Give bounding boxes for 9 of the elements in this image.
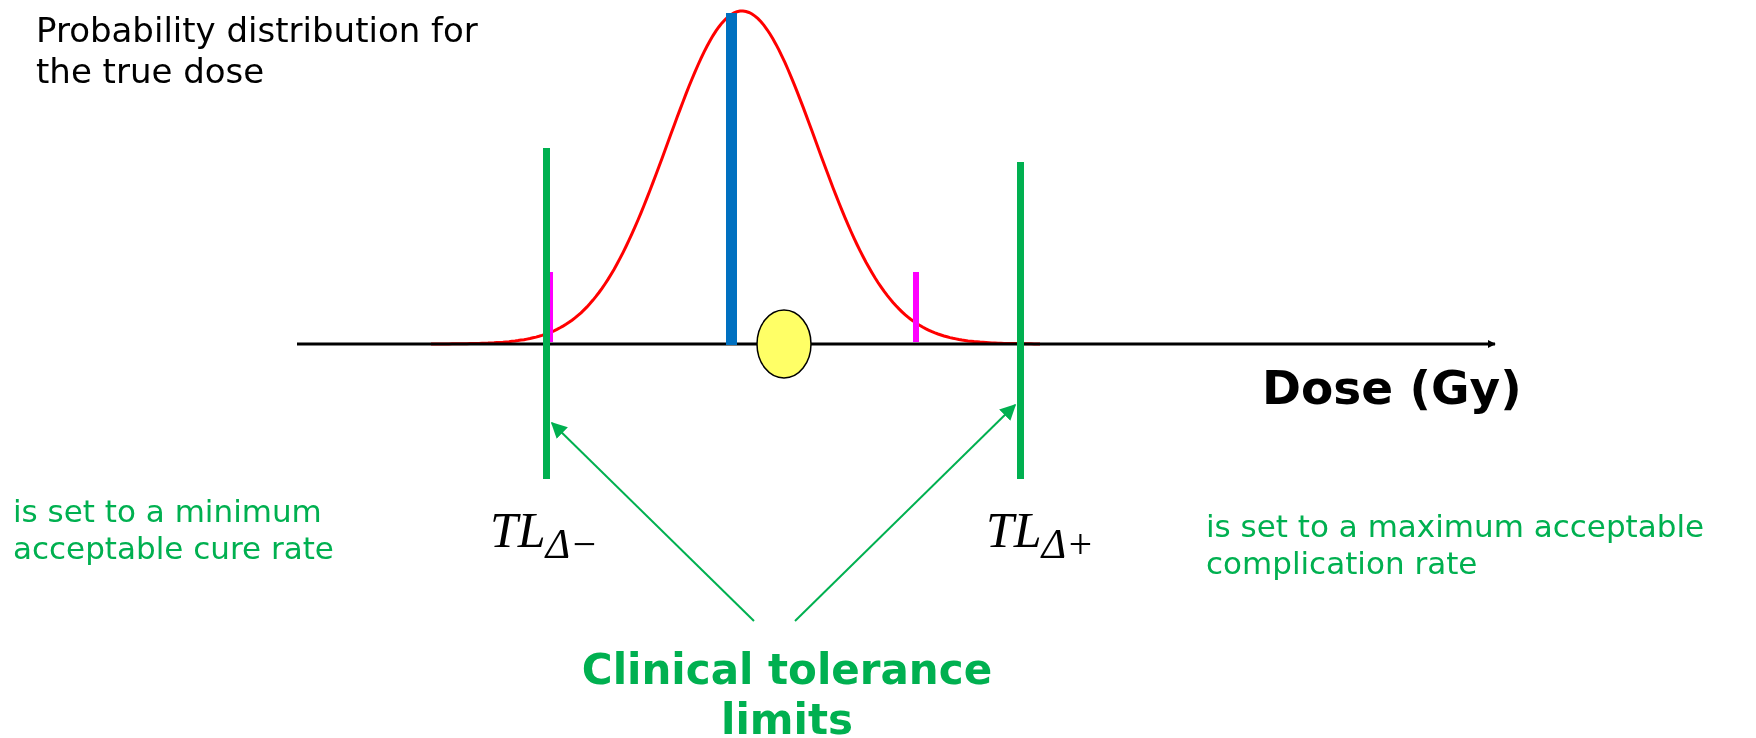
note-text: is set to a maximum acceptable complication rate	[1206, 508, 1706, 583]
axis-label: Dose (Gy)	[1262, 360, 1522, 417]
limit-label: TL$_{Δ−}$	[490, 501, 599, 569]
leader-arrow	[550, 421, 755, 622]
callout-text: Clinical tolerance limits	[567, 645, 1007, 738]
chart-title: Probability distribution for the true dose	[36, 10, 479, 92]
leader-arrow	[794, 403, 1017, 622]
limit-label: TL$_{Δ+}$	[986, 501, 1095, 569]
note-text: is set to a minimum acceptable cure rate	[13, 493, 335, 568]
